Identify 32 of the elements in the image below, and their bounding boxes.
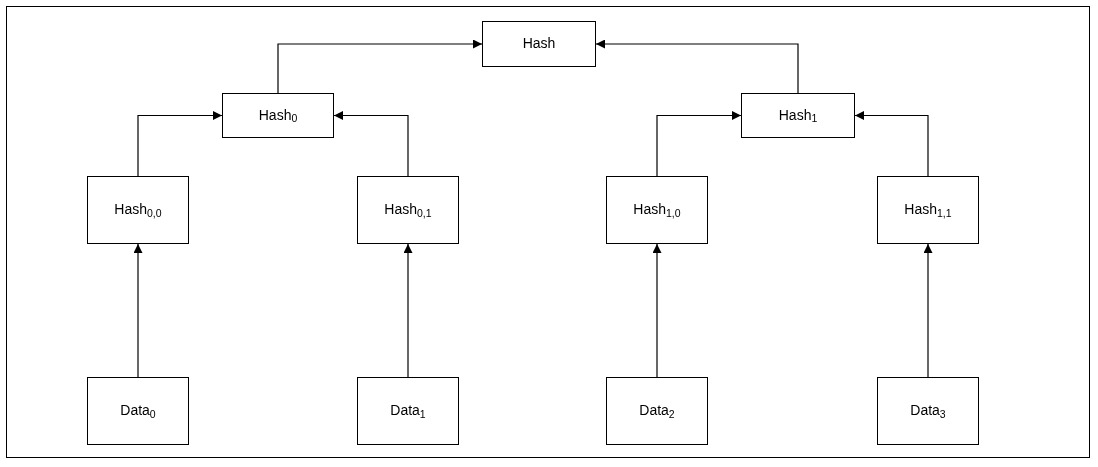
arrow xyxy=(403,243,413,378)
node-label: Data$_{2}$ xyxy=(639,402,675,420)
hash-box xyxy=(606,377,708,445)
node-label: Data$_{0}$ xyxy=(120,402,156,420)
arrow xyxy=(133,243,143,378)
arrow xyxy=(652,243,662,378)
node-label: Data$_{1}$ xyxy=(390,402,426,420)
hash-box xyxy=(877,377,979,445)
hash-box xyxy=(357,176,459,244)
node-label: Hash$_{0,0}$ xyxy=(114,201,162,219)
arrow xyxy=(333,111,409,177)
arrow xyxy=(137,111,223,177)
node-label: Hash$_{1,0}$ xyxy=(633,201,681,219)
node-label: Hash$_{1}$ xyxy=(778,106,818,125)
hash-box xyxy=(741,93,855,138)
hash-box xyxy=(606,176,708,244)
hash-box xyxy=(877,176,979,244)
arrow xyxy=(656,111,742,177)
node-label: Hash xyxy=(522,35,556,53)
node-label: Hash$_{0}$ xyxy=(258,106,298,125)
arrow xyxy=(854,111,929,177)
arrow xyxy=(277,39,483,94)
node-label: Hash$_{1,1}$ xyxy=(904,201,952,219)
node-label: Data$_{3}$ xyxy=(910,402,946,420)
arrow xyxy=(595,39,799,94)
arrow xyxy=(923,243,933,378)
hash-box xyxy=(222,93,334,138)
hash-box xyxy=(482,21,596,67)
node-label: Hash$_{0,1}$ xyxy=(384,201,432,219)
hash-box xyxy=(87,176,189,244)
hash-box xyxy=(357,377,459,445)
hash-box xyxy=(87,377,189,445)
